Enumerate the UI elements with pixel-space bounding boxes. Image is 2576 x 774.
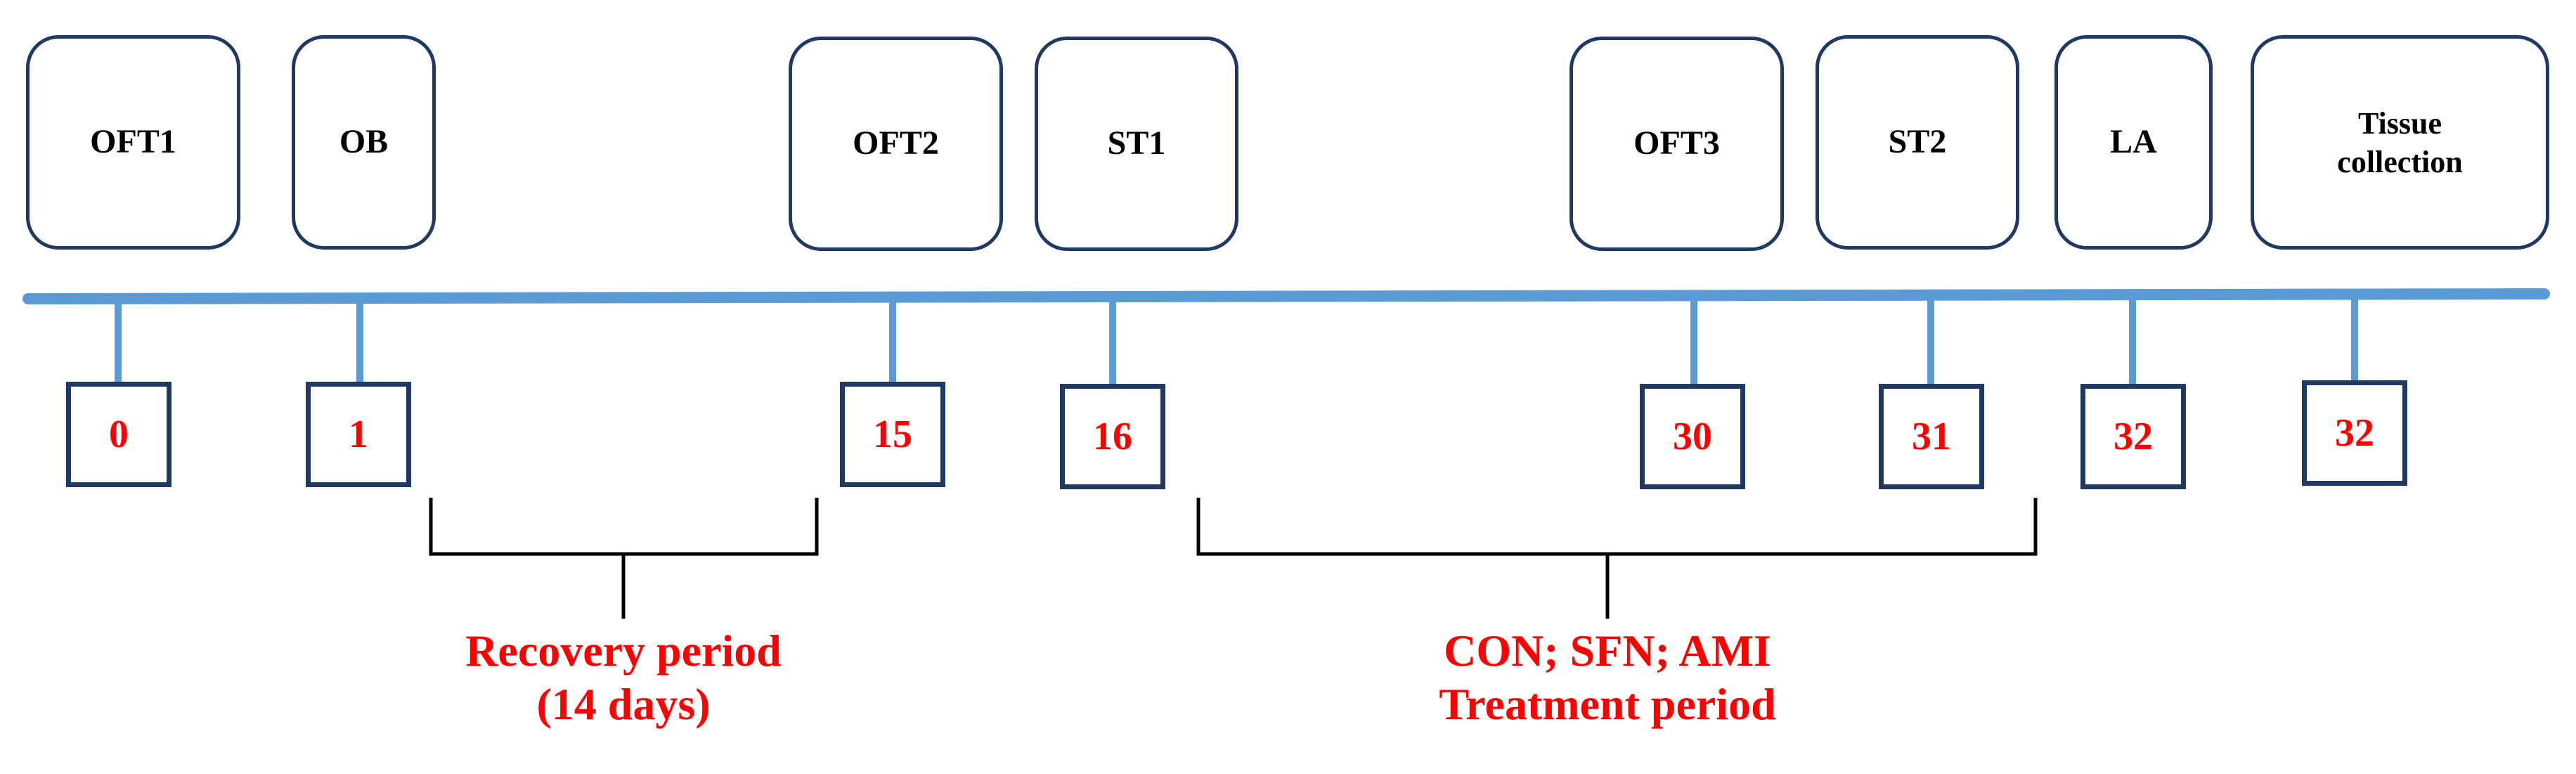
day-value: 31 xyxy=(1912,415,1951,458)
day-box-32-tissue: 32 xyxy=(2302,380,2407,486)
day-box-1: 1 xyxy=(306,382,411,487)
day-box-30: 30 xyxy=(1640,384,1745,489)
treatment-period-title: Treatment period xyxy=(1439,678,1776,729)
event-label-collection: collection xyxy=(2337,144,2463,179)
day-box-32-la: 32 xyxy=(2080,384,2186,489)
event-box-oft3: OFT3 xyxy=(1569,37,1784,251)
event-label-st1: ST1 xyxy=(1107,124,1166,162)
event-box-oft2: OFT2 xyxy=(789,37,1003,251)
day-box-15: 15 xyxy=(840,382,945,487)
event-box-st1: ST1 xyxy=(1035,37,1238,251)
day-value: 0 xyxy=(109,413,129,456)
event-label-oft3: OFT3 xyxy=(1633,124,1720,162)
recovery-period-label: Recovery period (14 days) xyxy=(413,624,834,730)
event-label-ob: OB xyxy=(339,123,389,161)
recovery-bracket xyxy=(429,498,819,556)
day-value: 32 xyxy=(2114,415,2153,458)
recovery-period-duration: (14 days) xyxy=(536,678,711,729)
day-value: 30 xyxy=(1673,415,1712,458)
day-box-16: 16 xyxy=(1060,384,1165,489)
event-label-st2: ST2 xyxy=(1888,123,1947,161)
treatment-period-label: CON; SFN; AMI Treatment period xyxy=(1361,624,1853,730)
event-box-ob: OB xyxy=(292,35,436,250)
treatment-bracket xyxy=(1196,498,2038,556)
recovery-period-title: Recovery period xyxy=(465,626,782,676)
event-label-oft2: OFT2 xyxy=(853,124,939,162)
event-label-la: LA xyxy=(2110,123,2157,161)
event-box-la: LA xyxy=(2054,35,2213,250)
event-label-tissue: Tissue xyxy=(2357,105,2442,141)
day-box-31: 31 xyxy=(1879,384,1984,489)
day-box-0: 0 xyxy=(66,382,171,487)
day-value: 15 xyxy=(873,413,912,456)
day-value: 16 xyxy=(1093,415,1132,458)
treatment-groups: CON; SFN; AMI xyxy=(1444,626,1771,676)
event-box-oft1: OFT1 xyxy=(26,35,240,250)
event-box-tissue-collection: Tissue collection xyxy=(2251,35,2549,250)
day-value: 1 xyxy=(349,413,368,456)
day-value: 32 xyxy=(2335,411,2374,455)
timeline-axis xyxy=(22,288,2550,304)
event-box-st2: ST2 xyxy=(1816,35,2019,250)
event-label-oft1: OFT1 xyxy=(90,123,176,161)
